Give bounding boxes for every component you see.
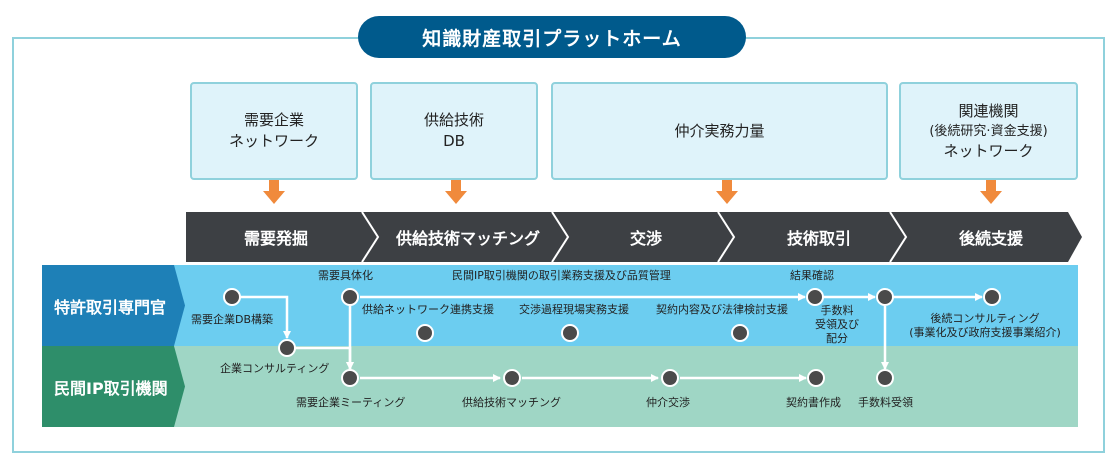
label-specify: 需要具体化 <box>318 269 373 282</box>
label-negotiation-support: 交渉過程現場実務支援 <box>519 303 629 316</box>
demand-network-line2: ネットワーク <box>228 132 319 150</box>
patent-band <box>42 265 1078 346</box>
stage-bar <box>186 212 1082 262</box>
demand-network-line1: 需要企業 <box>243 111 304 129</box>
stage-separator <box>551 212 570 262</box>
label-contract: 契約書作成 <box>786 396 841 409</box>
fee-distribution-line3: 配分 <box>826 332 848 345</box>
label-network-support: 供給ネットワーク連携支援 <box>362 303 494 316</box>
label-fee-receipt: 手数料受領 <box>858 396 913 409</box>
related-line1: 関連機関 <box>958 101 1019 120</box>
fee-distribution-line1: 手数料 <box>820 304 854 317</box>
down-arrow-icon <box>980 180 1002 204</box>
label-result-check: 結果確認 <box>790 269 834 282</box>
down-arrow-icon <box>263 180 285 204</box>
stage-demand-discovery: 需要発掘 <box>243 229 308 248</box>
stage-tech-matching: 供給技術マッチング <box>395 229 540 248</box>
down-arrow-icon <box>445 180 467 204</box>
label-broker-negotiation: 仲介交渉 <box>646 396 690 409</box>
follow-consulting-line1: 後続コンサルティング <box>930 312 1040 325</box>
stage-separator <box>889 212 908 262</box>
private-band <box>42 346 1078 427</box>
follow-consulting-line2: (事業化及び政府支援事業紹介) <box>909 326 1061 339</box>
brokerage-box: 仲介実務力量 <box>551 82 888 180</box>
row-label-private: 民間IP取引機関 <box>42 346 185 427</box>
related-line2: (後続研究·資金支援) <box>929 123 1048 139</box>
stage-tech-transaction: 技術取引 <box>786 229 851 248</box>
label-follow-consulting: 後続コンサルティング (事業化及び政府支援事業紹介) <box>895 312 1075 340</box>
label-legal-review: 契約内容及び法律検討支援 <box>656 303 788 316</box>
label-consulting: 企業コンサルティング <box>220 362 330 375</box>
supply-db-line2: DB <box>443 132 465 150</box>
demand-network-box: 需要企業 ネットワーク <box>190 82 358 180</box>
related-network-box: 関連機関 (後続研究·資金支援) ネットワーク <box>899 82 1078 180</box>
brokerage-label: 仲介実務力量 <box>674 121 765 140</box>
label-management: 民間IP取引機関の取引業務支援及び品質管理 <box>452 269 671 282</box>
stage-separator <box>717 212 736 262</box>
stage-separator <box>361 212 380 262</box>
row-label-patent: 特許取引専門官 <box>42 265 185 346</box>
down-arrow-icon <box>716 180 738 204</box>
stage-negotiation: 交渉 <box>629 229 662 248</box>
fee-distribution-line2: 受領及び <box>815 318 859 331</box>
label-meeting: 需要企業ミーティング <box>296 396 406 409</box>
stage-follow-up: 後続支援 <box>958 229 1023 248</box>
related-line3: ネットワーク <box>943 141 1034 160</box>
platform-title: 知識財産取引プラットホーム <box>358 16 746 58</box>
supply-db-box: 供給技術 DB <box>370 82 538 180</box>
supply-db-line1: 供給技術 <box>423 111 484 129</box>
label-matching: 供給技術マッチング <box>462 396 561 409</box>
label-fee-distribution: 手数料 受領及び 配分 <box>812 304 862 346</box>
label-db-build: 需要企業DB構築 <box>191 313 274 326</box>
stage-bg <box>186 212 1082 262</box>
